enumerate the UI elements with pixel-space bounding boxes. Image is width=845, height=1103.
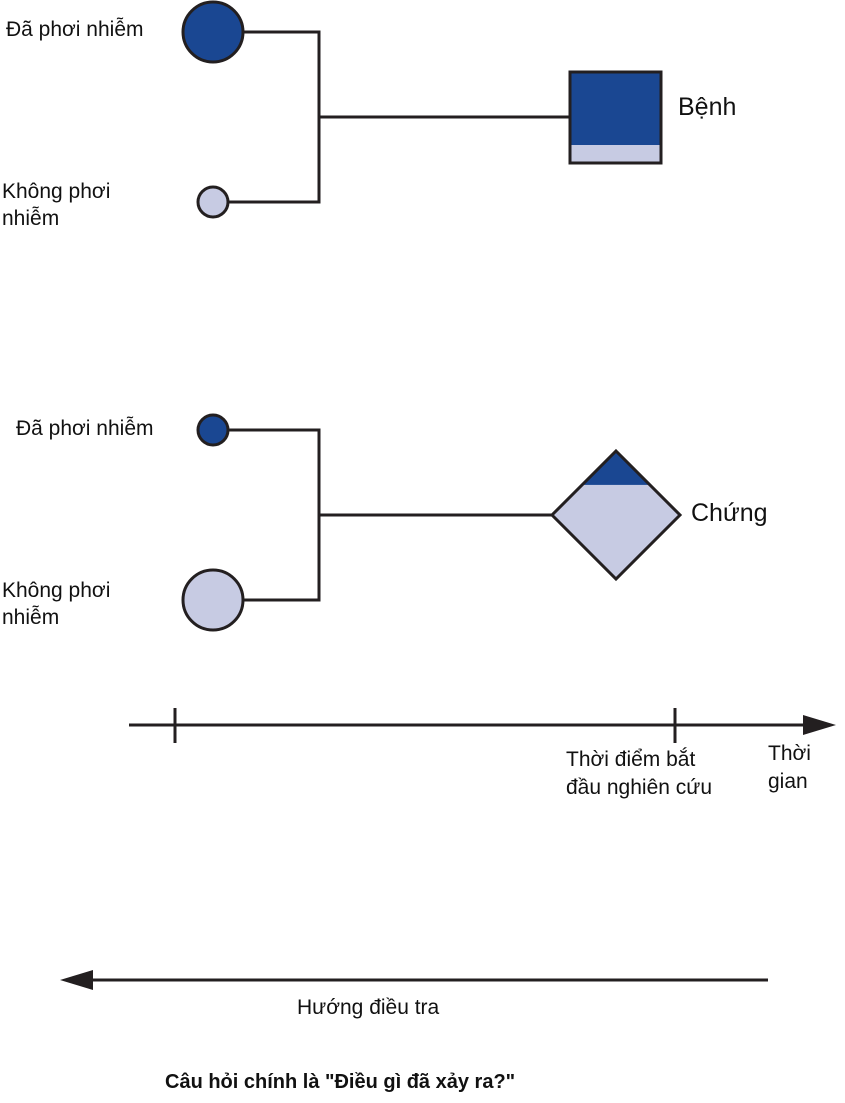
study-start-label-line2: đầu nghiên cứu [566,776,712,799]
control-diamond-outline [549,448,683,582]
case-exposed-circle [181,0,245,64]
control-outcome-diamond [549,448,683,582]
case-square-unexposed-fill [570,145,661,163]
case-group: Đã phơi nhiễm Không phơi nhiễm Bệnh [2,0,736,230]
control-unexposed-circle [181,568,245,632]
case-outcome-square [568,70,663,165]
control-outcome-label: Chứng [691,499,768,527]
case-unexposed-label-line2: nhiễm [2,207,59,230]
main-question-caption: Câu hỏi chính là "Điều gì đã xảy ra?" [165,1071,515,1093]
control-diamond-exposed-fill [552,451,680,485]
study-start-label-line1: Thời điểm bắt [566,748,695,771]
time-label-line1: Thời [768,742,811,765]
control-group: Đã phơi nhiễm Không phơi nhiễm Chứng [2,413,768,632]
timeline-arrowhead-icon [803,715,836,735]
control-unexposed-label-line1: Không phơi [2,579,110,602]
time-label-line2: gian [768,770,808,793]
investigation-label: Hướng điều tra [297,996,440,1019]
case-exposed-label: Đã phơi nhiễm [6,18,144,41]
control-unexposed-label-line2: nhiễm [2,606,59,629]
case-square-exposed-fill [570,72,661,145]
case-unexposed-circle [196,185,230,219]
timeline: Thời điểm bắt đầu nghiên cứu Thời gian [129,708,836,799]
investigation-arrowhead-icon [60,970,93,990]
control-connector-bracket [228,428,321,602]
control-exposed-label: Đã phơi nhiễm [16,417,154,440]
investigation-direction: Hướng điều tra [60,970,768,1019]
case-connector-bracket [228,30,321,204]
case-square-outline [568,70,663,165]
case-outcome-label: Bệnh [678,93,736,121]
case-unexposed-label-line1: Không phơi [2,180,110,203]
control-exposed-circle [196,413,230,447]
